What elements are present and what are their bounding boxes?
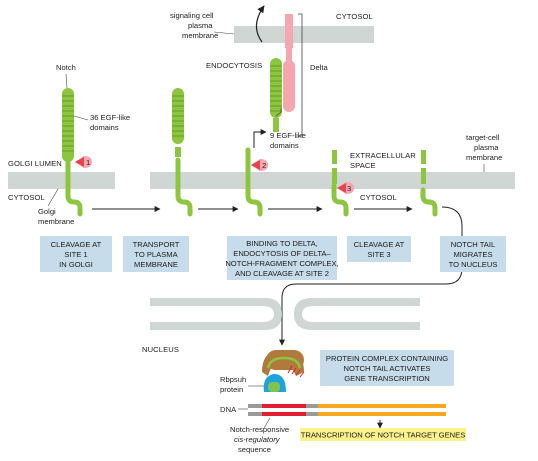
site-2-marker: 2 [251,159,268,171]
signaling-cell-label-1: signaling cell [170,11,214,20]
step-2-line-3: MEMBRANE [134,260,178,269]
notch-stage-5 [420,150,438,217]
step-5-line-2: MIGRATES [453,250,492,259]
site-3-label: 3 [347,184,351,193]
complex-line-2: NOTCH TAIL ACTIVATES [344,364,431,373]
protein-complex-caption: PROTEIN COMPLEX CONTAINING NOTCH TAIL AC… [320,350,454,386]
delta-label: Delta [310,63,329,72]
complex-line-3: GENE TRANSCRIPTION [344,374,430,383]
cis-reg-pointer [263,417,271,429]
golgi-lumen-label: GOLGI LUMEN [8,159,62,168]
step-1-line-2: SITE 1 [64,250,87,259]
step-3-line-1: BINDING TO DELTA, [246,239,318,248]
rbpsuh-label-1: Rbpsuh [220,375,246,384]
step-5-line-1: NOTCH TAIL [451,240,495,249]
target-cell-label-3: membrane [466,153,502,162]
step-3-line-4: AND CLEAVAGE AT SITE 2 [235,269,329,278]
delta-protein [283,14,295,112]
transcription-highlight [300,428,466,441]
notch-stage-1 [62,88,83,217]
target-cell-label-2: plasma [474,143,499,152]
target-cell-label-1: target-cell [466,133,500,142]
protein-complex [262,350,305,378]
nuclear-envelope [150,298,420,330]
notch-label: Notch [56,63,76,72]
notch-stage-3 [245,129,267,217]
notch-responsive-label-3: sequence [238,445,271,454]
dna-label: DNA [220,405,237,414]
egf9-label-2: domains [270,141,299,150]
golgi-membrane-pointer [47,188,59,207]
step-2-line-2: TO PLASMA [134,250,178,259]
site-1-label: 1 [86,158,90,167]
signaling-cell-pointer [213,31,235,35]
notch-responsive-label-2: cis-regulatory [234,435,281,444]
endocytosis-arrow [255,5,265,43]
rbpsuh-inner [268,382,280,392]
step-box-1: CLEAVAGE AT SITE 1 IN GOLGI [40,236,112,272]
step-5-line-3: TO NUCLEUS [449,260,498,269]
signaling-cell-label-2: plasma [188,21,213,30]
site-1-marker: 1 [75,156,92,168]
egf36-label-2: domains [90,123,119,132]
notch-tail-in-complex [266,356,302,369]
endocytosis-label: ENDOCYTOSIS [206,61,262,70]
step-4-line-1: CLEAVAGE AT [354,240,405,249]
site-2-label: 2 [262,161,266,170]
golgi-membrane-band [8,172,115,189]
step-box-2: TRANSPORT TO PLASMA MEMBRANE [123,236,189,272]
arrow-to-nucleus [279,206,463,346]
golgi-membrane-label-2: membrane [38,217,74,226]
egf9-label-1: 9 EGF-like [270,131,306,140]
golgi-membrane-label-1: Golgi [38,207,56,216]
cytosol-top-label: CYTOSOL [336,12,373,21]
cytosol-right-label: CYTOSOL [360,193,397,202]
notch-responsive-label-1: Notch-responsive [230,425,289,434]
dna [248,404,446,416]
transcription-label: TRANSCRIPTION OF NOTCH TARGET GENES [301,431,466,440]
step-4-line-2: SITE 3 [367,250,390,259]
notch-stage-4 [331,150,349,217]
rbpsuh-label-2: protein [220,385,243,394]
nucleus-label: NUCLEUS [142,345,179,354]
cytosol-left-label: CYTOSOL [8,193,45,202]
step-1-line-1: CLEAVAGE AT [51,240,102,249]
egf36-label-1: 36 EGF-like [90,113,130,122]
signaling-cell-membrane [234,26,374,43]
step-box-5: NOTCH TAIL MIGRATES TO NUCLEUS [440,236,506,272]
delta-bracket [298,13,303,137]
step-2-line-1: TRANSPORT [133,240,180,249]
notch-pointer [65,73,68,89]
extracellular-label-1: EXTRACELLULAR [350,151,416,160]
site-3-marker: 3 [337,182,354,194]
step-box-4: CLEAVAGE AT SITE 3 [347,236,411,262]
notch-fragment-endocytosed [270,58,282,132]
extracellular-label-2: SPACE [350,161,376,170]
step-3-line-2: ENDOCYTOSIS OF DELTA– [233,249,331,258]
step-box-3: BINDING TO DELTA, ENDOCYTOSIS OF DELTA– … [225,236,339,280]
step-1-line-3: IN GOLGI [59,260,93,269]
complex-line-1: PROTEIN COMPLEX CONTAINING [326,354,448,363]
signaling-cell-label-3: membrane [182,31,218,40]
step-3-line-3: NOTCH-FRAGMENT COMPLEX, [225,259,338,268]
egf36-pointer [73,115,89,121]
notch-stage-2 [172,88,193,217]
egf9-bracket [275,108,282,117]
